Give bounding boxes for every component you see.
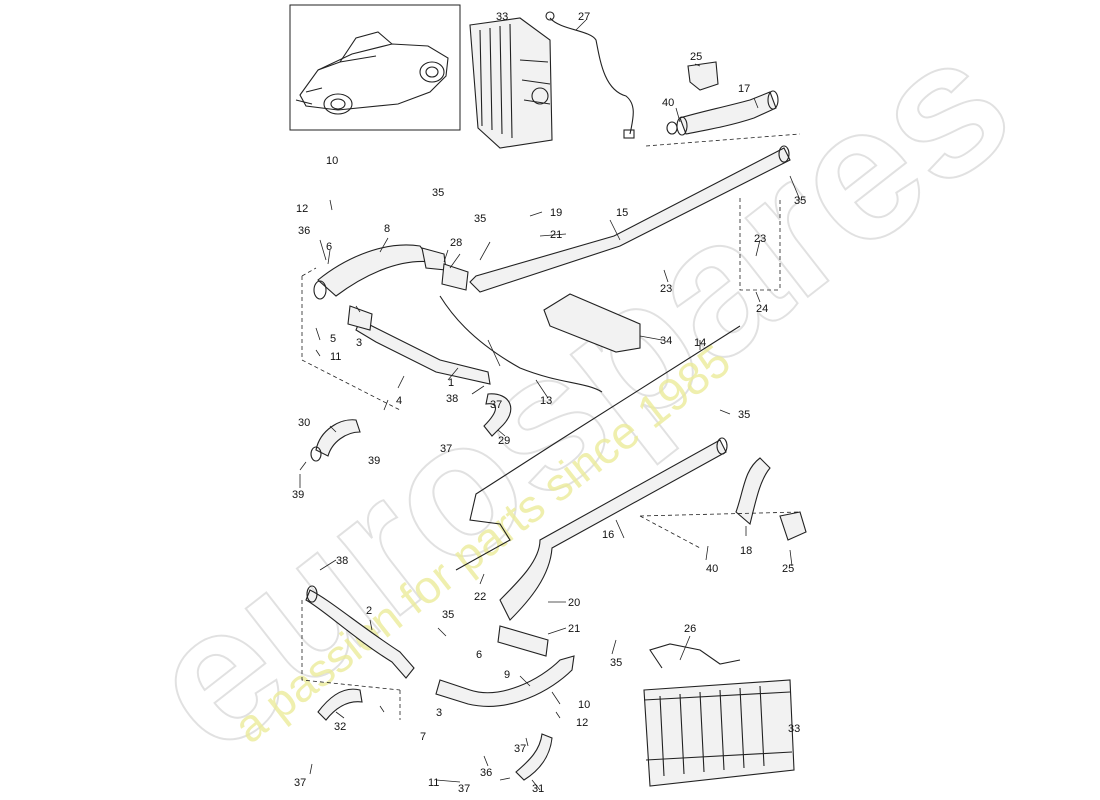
callout-33: 33 bbox=[496, 11, 508, 23]
callout-20: 20 bbox=[568, 597, 580, 609]
radiator-bottom bbox=[643, 679, 795, 787]
callout-15: 15 bbox=[616, 207, 628, 219]
callout-38: 38 bbox=[336, 555, 348, 567]
callout-10: 10 bbox=[326, 155, 338, 167]
callout-21: 21 bbox=[550, 229, 562, 241]
callout-37: 37 bbox=[440, 443, 452, 455]
callout-12: 12 bbox=[576, 717, 588, 729]
callout-11: 11 bbox=[428, 777, 439, 789]
pipe-1 bbox=[355, 319, 491, 385]
hose-30 bbox=[315, 419, 361, 457]
callout-11: 11 bbox=[330, 351, 341, 363]
callout-35: 35 bbox=[738, 409, 750, 421]
callout-40: 40 bbox=[662, 97, 674, 109]
callout-37: 37 bbox=[490, 399, 502, 411]
callout-5: 5 bbox=[330, 333, 336, 345]
callout-3: 3 bbox=[436, 707, 442, 719]
callout-36: 36 bbox=[298, 225, 310, 237]
clamp-25-bottom bbox=[779, 511, 807, 541]
callout-25: 25 bbox=[782, 563, 794, 575]
callout-1: 1 bbox=[448, 377, 454, 389]
callout-2: 2 bbox=[366, 605, 372, 617]
hose-2 bbox=[305, 589, 415, 679]
callout-23: 23 bbox=[660, 283, 672, 295]
callout-27: 27 bbox=[578, 11, 590, 23]
hose-29 bbox=[483, 393, 512, 437]
callout-labels: 1 2 3 3 4 5 6 6 7 8 9 10 10 11 11 12 12 … bbox=[292, 11, 806, 795]
cable-27 bbox=[549, 17, 634, 135]
callout-37: 37 bbox=[458, 783, 470, 795]
callout-39: 39 bbox=[368, 455, 380, 467]
car-thumbnail bbox=[289, 4, 461, 131]
callout-23: 23 bbox=[754, 233, 766, 245]
callout-36: 36 bbox=[480, 767, 492, 779]
callout-34: 34 bbox=[660, 335, 672, 347]
hose-9 bbox=[435, 655, 575, 707]
callout-35: 35 bbox=[610, 657, 622, 669]
callout-28: 28 bbox=[450, 237, 462, 249]
callout-40: 40 bbox=[706, 563, 718, 575]
callout-16: 16 bbox=[602, 529, 614, 541]
callout-8: 8 bbox=[384, 223, 390, 235]
callout-37: 37 bbox=[294, 777, 306, 789]
callout-22: 22 bbox=[474, 591, 486, 603]
callout-14: 14 bbox=[694, 337, 706, 349]
hose-31 bbox=[515, 733, 553, 781]
callout-9: 9 bbox=[504, 669, 510, 681]
callout-21: 21 bbox=[568, 623, 580, 635]
callout-6: 6 bbox=[476, 649, 482, 661]
callout-10: 10 bbox=[578, 699, 590, 711]
cable-26 bbox=[649, 643, 741, 669]
callout-39: 39 bbox=[292, 489, 304, 501]
pipe-15 bbox=[469, 147, 791, 293]
callout-35: 35 bbox=[442, 609, 454, 621]
callout-33: 33 bbox=[788, 723, 800, 735]
pipe-13 bbox=[439, 295, 603, 393]
radiator-top bbox=[469, 17, 553, 149]
callout-13: 13 bbox=[540, 395, 552, 407]
watermark: eurospares a passion for parts since 198… bbox=[109, 0, 1049, 793]
callout-12: 12 bbox=[296, 203, 308, 215]
callout-4: 4 bbox=[396, 395, 402, 407]
callout-35: 35 bbox=[474, 213, 486, 225]
bracket-34 bbox=[543, 293, 641, 353]
callout-6: 6 bbox=[326, 241, 332, 253]
hose-8 bbox=[317, 244, 434, 297]
callout-25: 25 bbox=[690, 51, 702, 63]
callout-37: 37 bbox=[514, 743, 526, 755]
callout-30: 30 bbox=[298, 417, 310, 429]
callout-29: 29 bbox=[498, 435, 510, 447]
callout-19: 19 bbox=[550, 207, 562, 219]
callout-18: 18 bbox=[740, 545, 752, 557]
callout-24: 24 bbox=[756, 303, 768, 315]
callout-7: 7 bbox=[420, 731, 426, 743]
hose-32 bbox=[317, 688, 363, 721]
watermark-brand: eurospares bbox=[110, 0, 1048, 792]
callout-3: 3 bbox=[356, 337, 362, 349]
pipe-14 bbox=[455, 325, 741, 571]
hose-18 bbox=[735, 457, 771, 525]
pipe-16 bbox=[499, 439, 727, 621]
callout-35: 35 bbox=[432, 187, 444, 199]
connector-28 bbox=[441, 263, 469, 291]
leader-lines bbox=[299, 19, 801, 791]
callout-35: 35 bbox=[794, 195, 806, 207]
callout-31: 31 bbox=[532, 783, 544, 795]
callout-32: 32 bbox=[334, 721, 346, 733]
callout-26: 26 bbox=[684, 623, 696, 635]
clamp-25-top bbox=[687, 61, 719, 91]
callout-17: 17 bbox=[738, 83, 750, 95]
callout-38: 38 bbox=[446, 393, 458, 405]
